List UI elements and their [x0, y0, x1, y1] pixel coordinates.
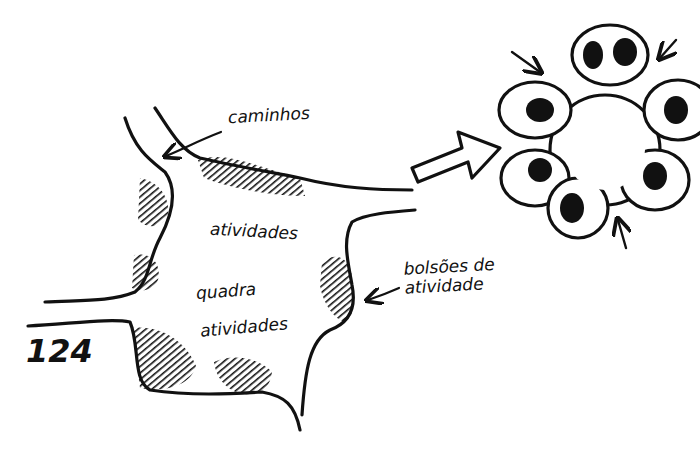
page-number: 124 [26, 334, 93, 369]
annotation-label: caminhos [228, 104, 311, 127]
annotation-label: atividades [210, 220, 299, 243]
annotation-label: atividades [199, 314, 288, 340]
inward-arrow [512, 40, 676, 248]
leader-arrow [166, 132, 399, 300]
street-outline [28, 108, 415, 430]
gathering-flower [499, 25, 700, 238]
annotation-label: quadra [195, 280, 256, 303]
activity-hatching [132, 157, 353, 394]
annotation-label: bolsões de atividade [403, 252, 545, 297]
outline-arrow [412, 132, 500, 182]
